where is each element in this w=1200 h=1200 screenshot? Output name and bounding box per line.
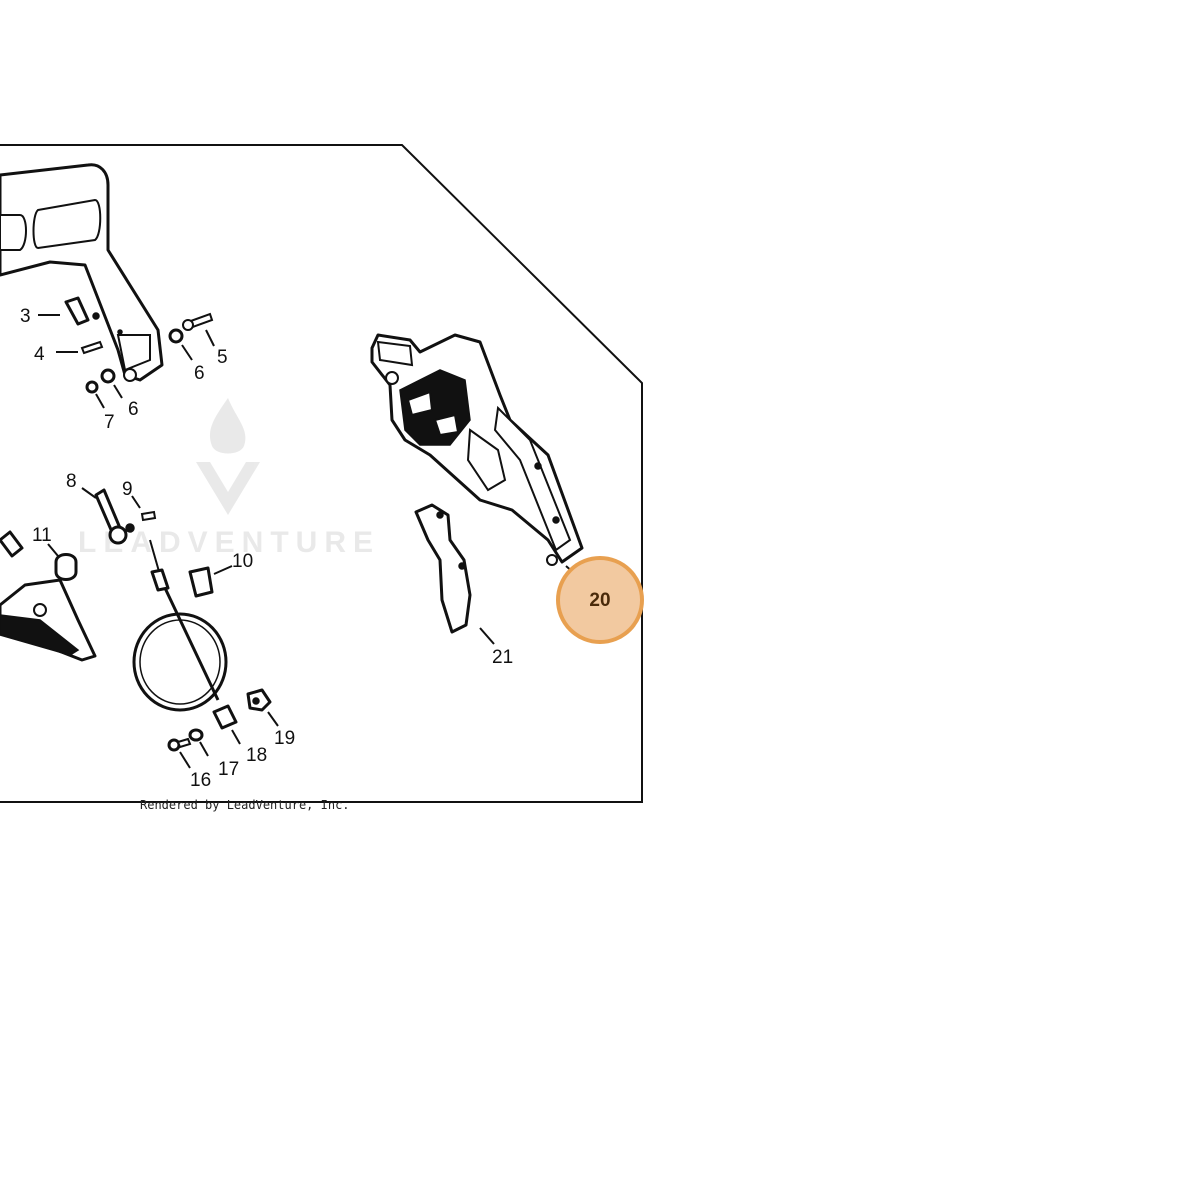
part-5-bolt (182, 312, 214, 331)
part-21-bracket (414, 503, 472, 634)
callout-3: 3 (20, 306, 31, 327)
part-11-sleeve (54, 553, 78, 581)
highlight-callout-20[interactable]: 20 (556, 556, 644, 644)
front-handle-part (0, 163, 164, 382)
callout-19: 19 (274, 728, 295, 749)
callout-21: 21 (492, 647, 513, 668)
leadventure-flame-logo (196, 398, 260, 515)
part-16-screw (167, 737, 192, 752)
part-19-nut (246, 688, 272, 712)
callout-11: 11 (32, 525, 52, 546)
callout-7: 7 (104, 412, 115, 433)
callout-8: 8 (66, 471, 77, 492)
callout-5: 5 (217, 347, 228, 368)
part-20-housing (370, 333, 584, 566)
callout-6-lower: 6 (128, 399, 139, 420)
part-brake-band (132, 539, 228, 712)
part-small-lever (0, 530, 24, 558)
part-18-clamp (212, 704, 238, 730)
part-6-nut-lower (100, 368, 116, 384)
part-9-pin (140, 510, 157, 522)
callout-17: 17 (218, 759, 239, 780)
part-8-brake-lever (94, 488, 135, 545)
part-4-pin (80, 340, 104, 355)
callout-4: 4 (34, 344, 45, 365)
callout-20[interactable]: 20 (589, 590, 610, 611)
highlight-circle[interactable] (556, 556, 644, 644)
callout-9: 9 (122, 479, 133, 500)
brake-cover-part (0, 578, 97, 662)
diagram-frame (0, 144, 643, 803)
part-17-washer (188, 728, 204, 742)
callout-18: 18 (246, 745, 267, 766)
part-7-washer (85, 380, 99, 394)
callout-10: 10 (232, 551, 253, 572)
callout-16: 16 (190, 770, 211, 791)
render-credit: Rendered by LeadVenture, Inc. (140, 798, 350, 812)
callouts: 3 4 5 6 6 7 8 9 10 11 16 17 18 19 21 (20, 306, 513, 791)
part-6-nut-upper (168, 328, 184, 344)
part-10-bushing (188, 566, 214, 598)
part-3-lever (64, 296, 123, 335)
callout-6-upper: 6 (194, 363, 205, 384)
